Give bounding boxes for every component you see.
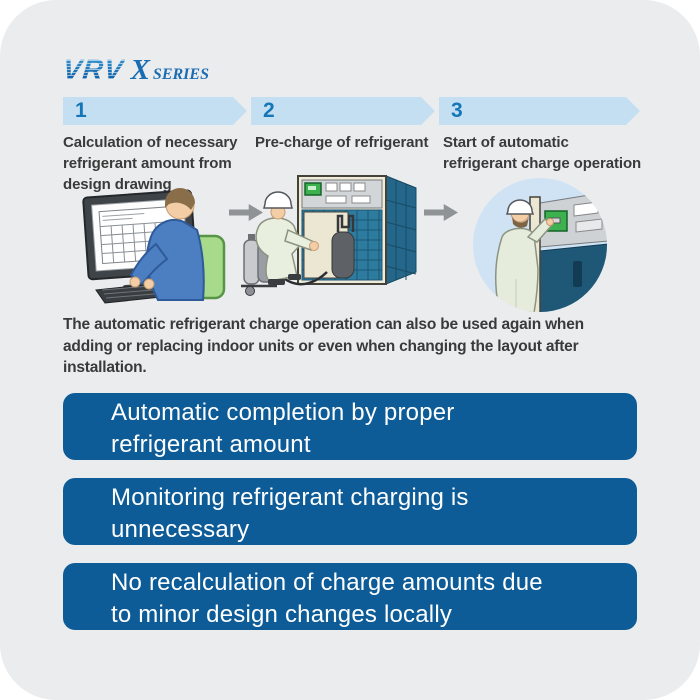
step1-number: 1 xyxy=(75,99,87,122)
step2-number: 2 xyxy=(263,99,275,122)
engineer-person xyxy=(129,188,205,301)
step3-number: 3 xyxy=(451,99,463,122)
description-paragraph: The automatic refrigerant charge operati… xyxy=(63,316,584,376)
technician-person xyxy=(255,191,319,285)
internal-refrigerant-bottle xyxy=(331,231,355,279)
logo-series-text: SERIES xyxy=(152,66,209,83)
step2-illustration-precharge-outdoor-unit xyxy=(241,175,417,296)
steps-chevron-shapes xyxy=(63,97,640,125)
step1-label: Calculation of necessary refrigerant amo… xyxy=(63,134,238,193)
benefit-banner-1: Automatic completion by proper refrigera… xyxy=(63,393,637,460)
step2-chevron xyxy=(251,97,435,125)
step1-illustration-engineer-at-computer xyxy=(82,188,226,304)
safety-helmet xyxy=(263,191,293,209)
benefit-banner-3: No recalculation of charge amounts due t… xyxy=(63,563,637,630)
unit-wall xyxy=(529,191,607,312)
safety-helmet xyxy=(505,199,535,215)
step3-chevron xyxy=(439,97,640,125)
technician-person xyxy=(494,199,554,312)
vrv-logo-text: VRV xyxy=(61,54,126,86)
benefit-banner-2: Monitoring refrigerant charging is unnec… xyxy=(63,478,637,545)
logo-x-text: X xyxy=(130,54,150,86)
step3-illustration-start-operation xyxy=(473,178,607,312)
step1-chevron xyxy=(63,97,247,125)
step2-label: Pre-charge of refrigerant xyxy=(255,134,429,151)
outdoor-unit xyxy=(297,175,417,285)
step3-label: Start of automatic refrigerant charge op… xyxy=(443,134,642,172)
steps-chevron-bar: 1 2 3 xyxy=(63,97,640,125)
